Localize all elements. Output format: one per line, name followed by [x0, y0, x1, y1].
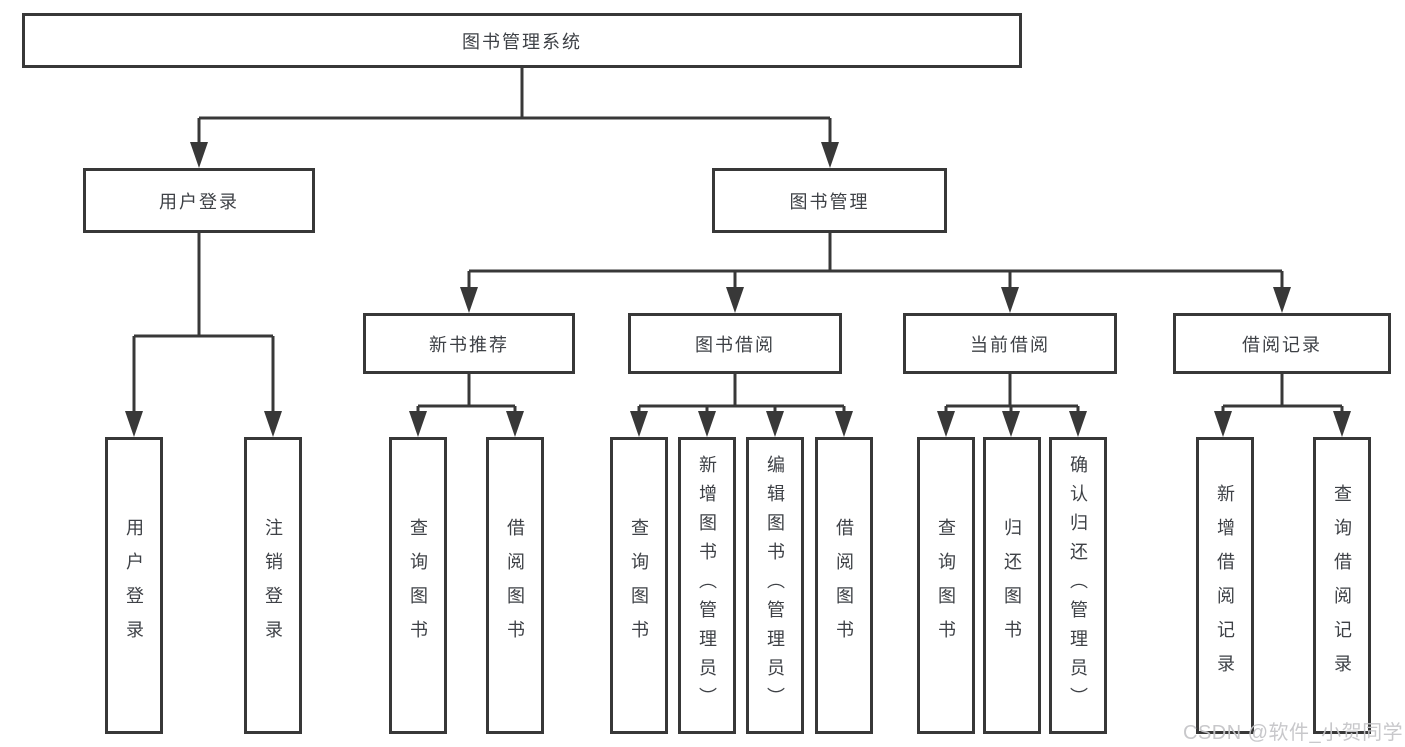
leaf-add-book-admin: 新增图书（管理员）	[678, 437, 736, 734]
leaf-confirm-return-admin-label: 确认归还（管理员）	[1068, 455, 1088, 716]
node-borrow-record-label: 借阅记录	[1242, 334, 1322, 355]
node-root: 图书管理系统	[22, 13, 1022, 68]
leaf-borrow-books-rec: 借阅图书	[486, 437, 544, 734]
leaf-query-borrow-record-label: 查询借阅记录	[1332, 483, 1352, 688]
leaf-add-book-admin-label: 新增图书（管理员）	[697, 455, 717, 716]
leaf-query-books-rec-label: 查询图书	[408, 517, 428, 654]
leaf-edit-book-admin: 编辑图书（管理员）	[746, 437, 804, 734]
leaf-edit-book-admin-label: 编辑图书（管理员）	[765, 455, 785, 716]
leaf-query-books-current-label: 查询图书	[936, 517, 956, 654]
node-user-login: 用户登录	[83, 168, 315, 233]
leaf-add-borrow-record: 新增借阅记录	[1196, 437, 1254, 734]
leaf-logout-label: 注销登录	[263, 517, 283, 654]
node-book-mgmt-label: 图书管理	[789, 191, 870, 212]
node-borrow-record: 借阅记录	[1173, 313, 1391, 374]
leaf-user-login: 用户登录	[105, 437, 163, 734]
leaf-query-borrow-record: 查询借阅记录	[1313, 437, 1371, 734]
leaf-logout: 注销登录	[244, 437, 302, 734]
leaf-user-login-label: 用户登录	[124, 517, 144, 654]
node-book-borrow-label: 图书借阅	[695, 334, 775, 355]
leaf-borrow-books-rec-label: 借阅图书	[505, 517, 525, 654]
arrowhead-icons	[125, 142, 1351, 437]
leaf-query-books-rec: 查询图书	[389, 437, 447, 734]
node-book-mgmt: 图书管理	[712, 168, 947, 233]
leaf-return-book: 归还图书	[983, 437, 1041, 734]
leaf-query-books-borrow: 查询图书	[610, 437, 668, 734]
node-current-borrow: 当前借阅	[903, 313, 1117, 374]
leaf-return-book-label: 归还图书	[1002, 517, 1022, 654]
node-new-book-rec-label: 新书推荐	[429, 334, 509, 355]
leaf-query-books-borrow-label: 查询图书	[629, 517, 649, 654]
node-current-borrow-label: 当前借阅	[970, 334, 1050, 355]
node-user-login-label: 用户登录	[159, 191, 239, 212]
node-root-label: 图书管理系统	[462, 31, 582, 52]
leaf-query-books-current: 查询图书	[917, 437, 975, 734]
leaf-borrow-books-label: 借阅图书	[834, 517, 854, 654]
leaf-add-borrow-record-label: 新增借阅记录	[1215, 483, 1235, 688]
leaf-borrow-books: 借阅图书	[815, 437, 873, 734]
leaf-confirm-return-admin: 确认归还（管理员）	[1049, 437, 1107, 734]
node-new-book-rec: 新书推荐	[363, 313, 575, 374]
node-book-borrow: 图书借阅	[628, 313, 842, 374]
csdn-watermark: CSDN @软件_小贺同学	[1183, 722, 1404, 744]
